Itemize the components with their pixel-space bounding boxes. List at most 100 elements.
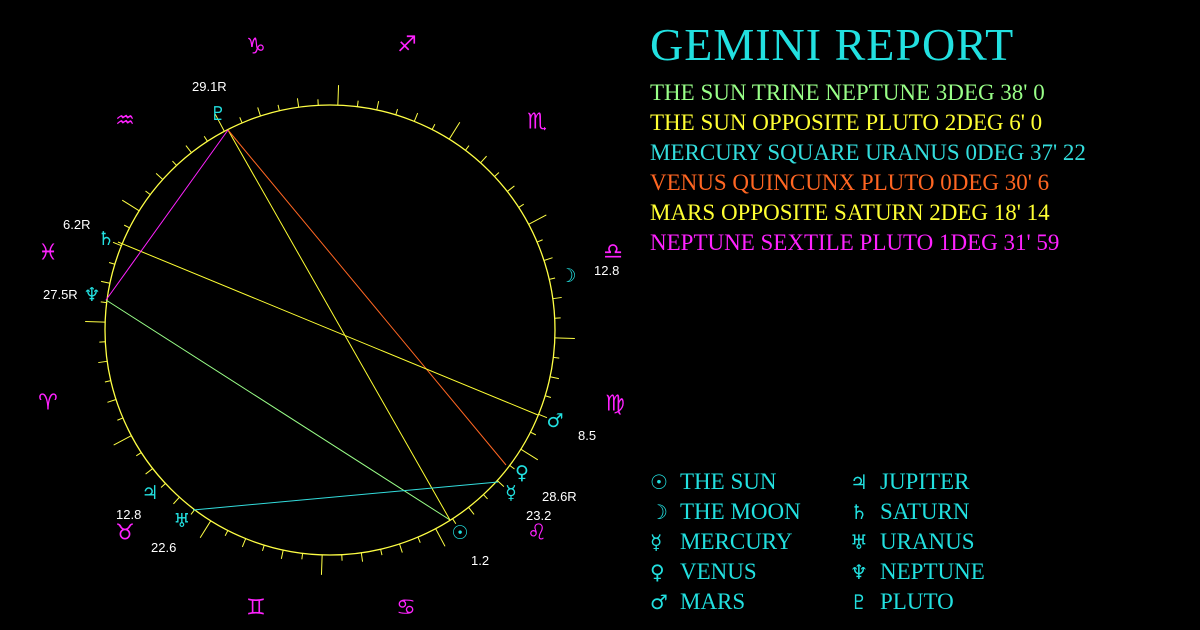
degree-tick bbox=[145, 190, 151, 195]
legend-item-moon: ☽ THE MOON bbox=[650, 497, 801, 527]
jupiter-degree-label: 12.8 bbox=[116, 507, 141, 522]
degree-tick bbox=[123, 224, 130, 229]
degree-tick bbox=[155, 173, 164, 180]
aspect-list: THE SUN TRINE NEPTUNE 3DEG 38' 0 THE SUN… bbox=[650, 78, 1086, 258]
jupiter-icon: ♃ bbox=[141, 482, 158, 504]
libra-icon: ♎ bbox=[603, 240, 623, 265]
degree-tick bbox=[518, 203, 525, 208]
aspect-line-venus-pluto bbox=[227, 129, 507, 466]
degree-tick bbox=[494, 172, 500, 177]
pluto-icon: ♇ bbox=[850, 590, 868, 614]
degree-tick bbox=[104, 380, 111, 383]
legend-label: NEPTUNE bbox=[880, 559, 985, 584]
degree-tick bbox=[257, 107, 261, 117]
degree-tick bbox=[98, 360, 108, 364]
sun-degree-label: 1.2 bbox=[471, 553, 489, 568]
degree-tick bbox=[395, 108, 399, 115]
aspect-item: THE SUN OPPOSITE PLUTO 2DEG 6' 0 bbox=[650, 110, 1043, 135]
degree-tick bbox=[506, 185, 515, 192]
moon-degree-label: 12.8 bbox=[594, 263, 619, 278]
degree-tick bbox=[173, 496, 180, 505]
degree-tick bbox=[117, 417, 124, 421]
legend-label: THE SUN bbox=[680, 469, 777, 494]
degree-tick bbox=[108, 261, 115, 265]
neptune-degree-label: 27.5R bbox=[43, 287, 78, 302]
degree-tick bbox=[480, 155, 487, 164]
degree-tick bbox=[224, 530, 229, 537]
degree-tick bbox=[356, 100, 359, 107]
aspect-item: MARS OPPOSITE SATURN 2DEG 18' 14 bbox=[650, 200, 1050, 225]
sun-icon: ☉ bbox=[650, 470, 668, 494]
venus-icon: ♀ bbox=[650, 560, 665, 584]
legend-label: SATURN bbox=[880, 499, 970, 524]
degree-tick bbox=[280, 549, 284, 559]
aspect-line-sun-neptune bbox=[105, 299, 451, 521]
aquarius-icon: ♒ bbox=[115, 109, 135, 134]
leo-icon: ♌ bbox=[527, 521, 547, 546]
legend-item-venus: ♀ VENUS bbox=[650, 557, 757, 587]
mars-icon: ♂ bbox=[650, 590, 668, 614]
legend-label: MARS bbox=[680, 589, 746, 614]
mercury-icon: ☿ bbox=[650, 530, 663, 554]
sun-icon: ☉ bbox=[451, 522, 468, 544]
sign-boundary-tick bbox=[199, 520, 212, 539]
degree-tick bbox=[239, 117, 243, 124]
degree-tick bbox=[552, 296, 562, 300]
degree-tick bbox=[376, 101, 380, 111]
aspect-line-sun-pluto bbox=[227, 129, 451, 521]
sign-boundary-tick bbox=[448, 121, 461, 140]
saturn-degree-label: 6.2R bbox=[63, 217, 90, 232]
degree-ticks bbox=[85, 85, 575, 575]
uranus-degree-label: 22.6 bbox=[151, 540, 176, 555]
degree-tick bbox=[496, 480, 505, 487]
sign-boundary-tick bbox=[435, 528, 446, 547]
degree-tick bbox=[360, 552, 364, 562]
legend-label: JUPITER bbox=[880, 469, 970, 494]
virgo-icon: ♍ bbox=[605, 392, 625, 417]
sign-boundary-tick bbox=[214, 113, 225, 132]
mars-icon: ♂ bbox=[546, 410, 563, 432]
moon-icon: ☽ bbox=[650, 500, 668, 524]
degree-tick bbox=[553, 356, 560, 359]
legend-item-pluto: ♇PLUTO bbox=[850, 587, 954, 617]
report-title: GEMINI REPORT bbox=[650, 19, 1015, 70]
legend-item-sun: ☉ THE SUN bbox=[650, 467, 776, 497]
sagittarius-icon: ♐ bbox=[397, 33, 417, 58]
mercury-degree-label: 23.2 bbox=[526, 508, 551, 523]
legend-label: VENUS bbox=[680, 559, 757, 584]
moon-icon: ☽ bbox=[559, 265, 576, 287]
sign-boundary-tick bbox=[113, 435, 132, 446]
aspect-line-mercury-uranus bbox=[192, 481, 499, 511]
capricorn-icon: ♑ bbox=[246, 35, 266, 60]
degree-tick bbox=[549, 277, 556, 280]
legend-label: MERCURY bbox=[680, 529, 793, 554]
neptune-icon: ♆ bbox=[83, 284, 100, 306]
degree-tick bbox=[468, 506, 475, 515]
legend-item-mars: ♂ MARS bbox=[650, 587, 745, 617]
degree-tick bbox=[261, 545, 265, 552]
degree-tick bbox=[452, 518, 457, 525]
pisces-icon: ♓ bbox=[38, 241, 58, 266]
degree-tick bbox=[190, 509, 195, 515]
aspect-line-mars-saturn bbox=[117, 241, 539, 416]
gemini-icon: ♊ bbox=[246, 596, 266, 621]
degree-tick bbox=[549, 376, 559, 380]
sign-boundary-tick bbox=[528, 214, 547, 225]
aspect-line-neptune-pluto bbox=[105, 129, 229, 301]
aspect-item: MERCURY SQUARE URANUS 0DEG 37' 22 bbox=[650, 140, 1086, 165]
degree-tick bbox=[101, 280, 111, 284]
sign-boundary-tick bbox=[121, 199, 140, 212]
cancer-icon: ♋ bbox=[396, 596, 416, 621]
degree-tick bbox=[465, 145, 470, 151]
degree-tick bbox=[530, 431, 537, 436]
legend-item-jupiter: ♃JUPITER bbox=[850, 467, 969, 497]
aspect-item: NEPTUNE SEXTILE PLUTO 1DEG 31' 59 bbox=[650, 230, 1060, 255]
legend-label: THE MOON bbox=[680, 499, 801, 524]
degree-tick bbox=[135, 452, 142, 457]
degree-tick bbox=[380, 549, 383, 556]
degree-tick bbox=[100, 301, 107, 304]
degree-tick bbox=[145, 468, 154, 475]
legend-item-saturn: ♄SATURN bbox=[850, 497, 969, 527]
sign-boundary-tick bbox=[337, 85, 340, 106]
sign-boundary-tick bbox=[520, 448, 539, 461]
